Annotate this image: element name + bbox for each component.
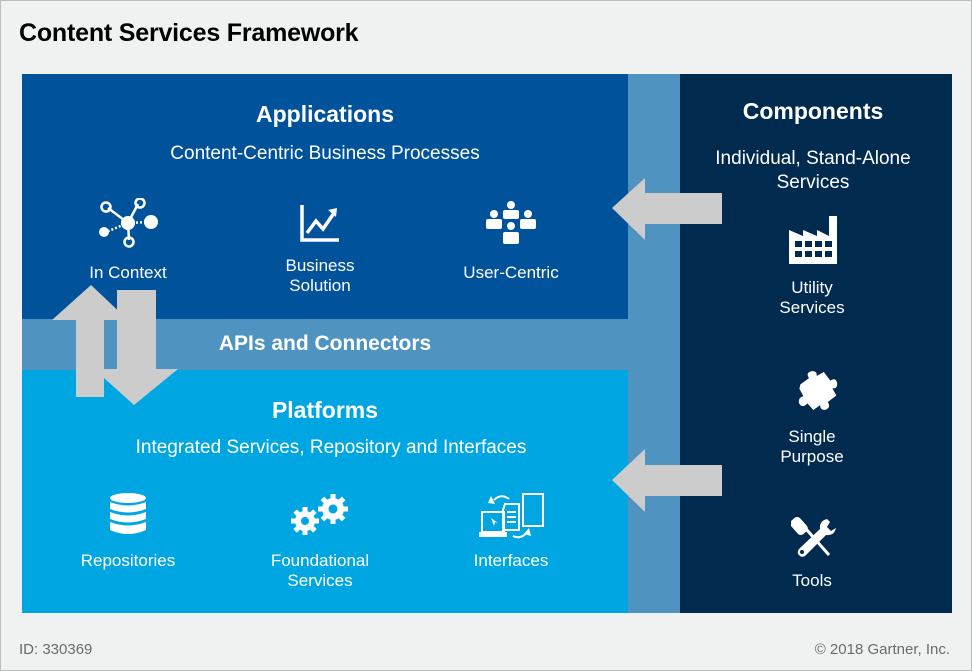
apis-connectors-label: APIs and Connectors bbox=[218, 332, 432, 355]
user-group-icon bbox=[485, 201, 537, 247]
copyright: © 2018 Gartner, Inc. bbox=[814, 641, 950, 658]
factory-icon bbox=[787, 216, 839, 264]
line-chart-icon bbox=[299, 203, 341, 243]
applications-subheading: Content-Centric Business Processes bbox=[170, 143, 480, 164]
in-context-label: In Context bbox=[89, 263, 167, 282]
components-panel bbox=[680, 74, 952, 613]
database-icon bbox=[108, 492, 148, 538]
repositories-label: Repositories bbox=[80, 551, 176, 570]
tools-icon bbox=[791, 515, 837, 559]
applications-heading: Applications bbox=[255, 101, 394, 127]
network-nodes-icon bbox=[96, 198, 158, 250]
devices-sync-icon bbox=[479, 490, 545, 542]
business-solution-label: Business Solution bbox=[285, 256, 355, 295]
single-purpose-label: Single Purpose bbox=[780, 427, 844, 466]
platforms-subheading: Integrated Services, Repository and Inte… bbox=[135, 437, 527, 458]
figure-title: Content Services Framework bbox=[19, 19, 359, 47]
applications-panel bbox=[22, 74, 628, 319]
components-heading: Components bbox=[742, 98, 884, 124]
figure-id: ID: 330369 bbox=[19, 641, 93, 658]
tools-label: Tools bbox=[792, 571, 832, 590]
interfaces-label: Interfaces bbox=[473, 551, 549, 570]
components-subheading: Individual, Stand-Alone Services bbox=[715, 148, 911, 193]
platforms-panel bbox=[22, 370, 628, 613]
gears-icon bbox=[289, 493, 353, 537]
puzzle-piece-icon bbox=[789, 371, 841, 415]
platforms-heading: Platforms bbox=[271, 397, 379, 423]
utility-services-label: Utility Services bbox=[779, 278, 845, 317]
foundational-services-label: Foundational Services bbox=[270, 551, 370, 590]
user-centric-label: User-Centric bbox=[463, 263, 559, 282]
